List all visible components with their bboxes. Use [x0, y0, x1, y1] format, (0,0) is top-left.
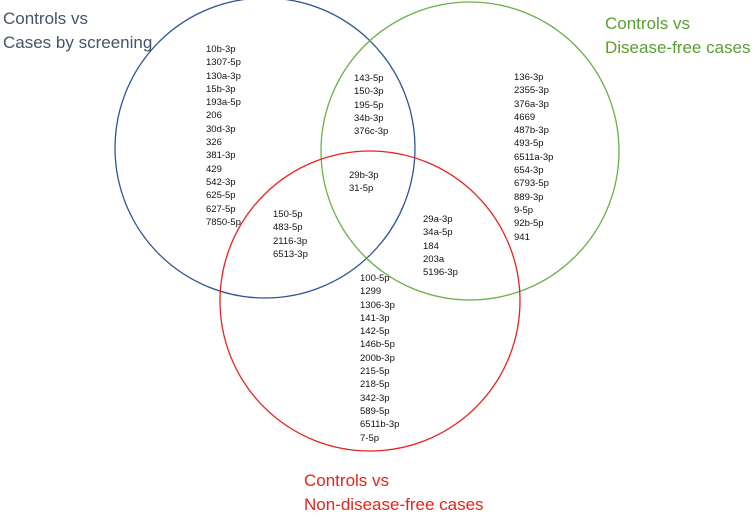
mirna-item: 10b-3p	[206, 44, 236, 55]
mirna-item: 1306-3p	[360, 299, 395, 311]
mirna-item: 376c-3p	[354, 126, 389, 138]
mirna-item: 493-5p	[514, 138, 544, 150]
mirna-item: 2355-3p	[514, 85, 549, 97]
set-a-title-line-1: Controls vs	[3, 9, 89, 28]
region-abc-list: 29b-3p 31-5p	[349, 169, 379, 196]
set-c-circle	[219, 150, 521, 452]
mirna-item: 342-3p	[360, 392, 390, 404]
mirna-item: 141-3p	[360, 312, 390, 324]
mirna-item: 5196-3p	[423, 267, 458, 279]
set-c-title-line-1: Controls vs	[304, 471, 390, 490]
mirna-item: 381-3p	[206, 150, 236, 162]
mirna-item: 6513-3p	[273, 248, 308, 260]
mirna-item: 34a-5p	[423, 227, 453, 239]
mirna-item: 195-5p	[354, 99, 384, 111]
mirna-item: 326	[206, 137, 222, 149]
mirna-item: 143-5p	[354, 73, 384, 84]
mirna-item: 1299	[360, 286, 382, 298]
mirna-item: 215-5p	[360, 366, 390, 378]
mirna-item: 29b-3p	[349, 170, 379, 181]
mirna-item: 625-5p	[206, 190, 236, 202]
set-a-circle	[114, 0, 416, 299]
mirna-item: 100-5p	[360, 273, 390, 284]
set-c-title: Controls vs Non-disease-free cases	[304, 469, 484, 517]
mirna-item: 542-3p	[206, 176, 236, 188]
mirna-item: 7850-5p	[206, 216, 241, 228]
mirna-item: 6511a-3p	[514, 151, 554, 163]
mirna-item: 146b-5p	[360, 339, 395, 351]
set-b-title-line-1: Controls vs	[605, 14, 691, 33]
mirna-item: 30d-3p	[206, 123, 236, 135]
mirna-item: 150-3p	[354, 86, 384, 98]
mirna-item: 206	[206, 110, 222, 122]
set-a-title-line-2: Cases by screening	[3, 33, 153, 52]
set-c-title-line-2: Non-disease-free cases	[304, 495, 484, 514]
set-a-title: Controls vs Cases by screening	[3, 7, 152, 55]
mirna-item: 92b-5p	[514, 218, 544, 230]
set-b-circle	[320, 1, 620, 301]
mirna-item: 941	[514, 231, 530, 243]
mirna-item: 4669	[514, 111, 536, 123]
mirna-item: 218-5p	[360, 379, 390, 391]
mirna-item: 9-5p	[514, 204, 534, 216]
mirna-item: 889-3p	[514, 191, 544, 203]
mirna-item: 15b-3p	[206, 83, 236, 95]
mirna-item: 6793-5p	[514, 178, 549, 190]
mirna-item: 487b-3p	[514, 125, 549, 137]
mirna-item: 627-5p	[206, 203, 236, 215]
mirna-item: 31-5p	[349, 183, 374, 195]
set-b-title-line-2: Disease-free cases	[605, 38, 751, 57]
mirna-item: 29a-3p	[423, 214, 453, 225]
mirna-item: 376a-3p	[514, 98, 549, 110]
mirna-item: 34b-3p	[354, 112, 384, 124]
mirna-item: 589-5p	[360, 405, 390, 417]
mirna-item: 184	[423, 240, 439, 252]
mirna-item: 429	[206, 163, 222, 175]
mirna-item: 136-3p	[514, 72, 544, 83]
mirna-item: 150-5p	[273, 209, 303, 220]
mirna-item: 130a-3p	[206, 70, 241, 82]
mirna-item: 203a	[423, 253, 445, 265]
mirna-item: 7-5p	[360, 432, 380, 444]
mirna-item: 483-5p	[273, 222, 303, 234]
mirna-item: 2116-3p	[273, 235, 308, 247]
mirna-item: 1307-5p	[206, 57, 241, 69]
mirna-item: 6511b-3p	[360, 419, 400, 431]
mirna-item: 193a-5p	[206, 97, 241, 109]
mirna-item: 654-3p	[514, 165, 544, 177]
mirna-item: 142-5p	[360, 326, 390, 338]
set-b-title: Controls vs Disease-free cases	[605, 12, 751, 60]
mirna-item: 200b-3p	[360, 352, 395, 364]
